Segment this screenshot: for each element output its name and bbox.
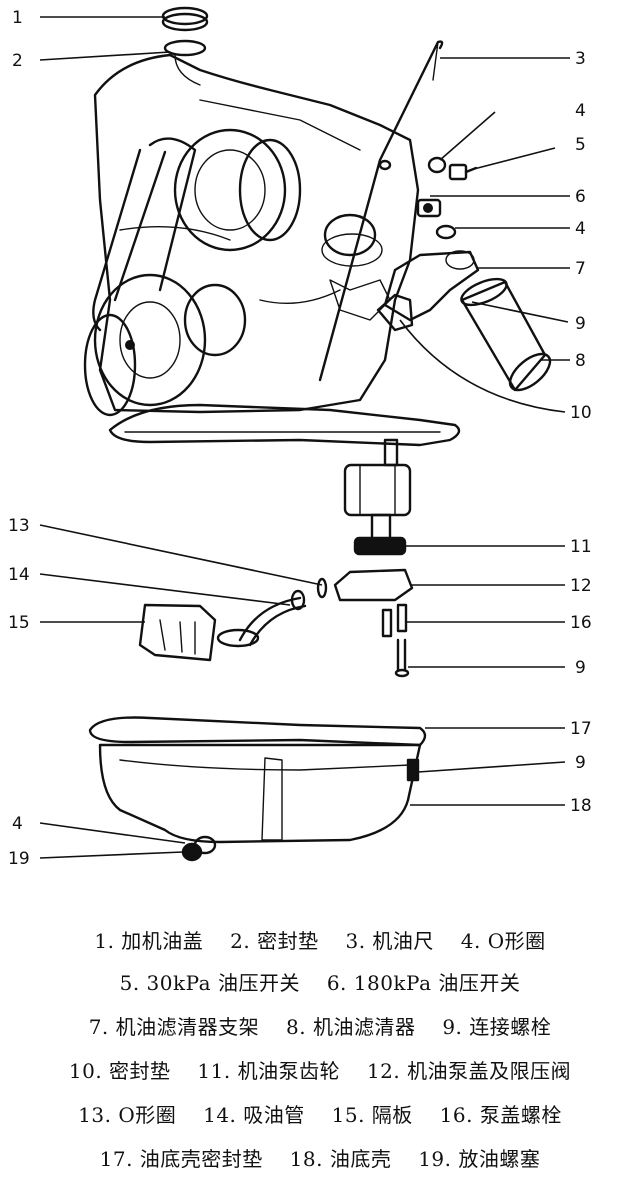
block-lower-flange <box>108 403 461 447</box>
callout-12: 12 <box>570 576 592 596</box>
callout-19: 19 <box>8 849 30 869</box>
legend-item: 18. 油底壳 <box>289 1147 392 1171</box>
callout-18: 18 <box>570 796 592 816</box>
legend-item: 3. 机油尺 <box>345 929 434 953</box>
legend-item: 1. 加机油盖 <box>94 929 204 953</box>
callout-4: 4 <box>575 101 586 121</box>
oil-drain-plug <box>181 842 203 862</box>
callout-4c: 4 <box>12 814 23 834</box>
legend-item: 17. 油底壳密封垫 <box>99 1147 263 1171</box>
callout-7: 7 <box>575 259 586 279</box>
legend-item: 19. 放油螺塞 <box>418 1147 541 1171</box>
callout-9c: 9 <box>575 753 586 773</box>
oil-dipstick <box>318 40 444 382</box>
legend-item: 10. 密封垫 <box>68 1059 171 1083</box>
callout-11: 11 <box>570 537 592 557</box>
callout-5: 5 <box>575 135 586 155</box>
legend-item: 14. 吸油管 <box>203 1103 305 1127</box>
legend-item: 6. 180kPa 油压开关 <box>326 971 521 995</box>
oil-filler-cap <box>161 6 209 32</box>
legend-item: 12. 机油泵盖及限压阀 <box>366 1059 572 1083</box>
callout-9a: 9 <box>575 314 586 334</box>
o-ring-upper <box>427 156 447 174</box>
oil-pump-cover <box>333 568 414 602</box>
callout-2: 2 <box>12 51 23 71</box>
legend-row-6: 17. 油底壳密封垫 18. 油底壳 19. 放油螺塞 <box>0 1143 640 1172</box>
callout-6: 6 <box>575 187 586 207</box>
legend-item: 2. 密封垫 <box>230 929 319 953</box>
cap-gasket <box>163 39 207 57</box>
legend-item: 13. O形圈 <box>78 1103 177 1127</box>
callout-9b: 9 <box>575 658 586 678</box>
parts-legend: 1. 加机油盖 2. 密封垫 3. 机油尺 4. O形圈 5. 30kPa 油压… <box>0 915 640 1185</box>
engine-block <box>83 53 420 417</box>
oil-pickup-tube <box>216 589 307 648</box>
pump-cover-bolt <box>381 603 408 638</box>
callout-14: 14 <box>8 565 30 585</box>
legend-row-2: 5. 30kPa 油压开关 6. 180kPa 油压开关 <box>0 967 640 996</box>
bracket-gasket <box>376 293 414 332</box>
oil-filter <box>460 277 552 392</box>
legend-item: 15. 隔板 <box>331 1103 413 1127</box>
legend-row-4: 10. 密封垫 11. 机油泵齿轮 12. 机油泵盖及限压阀 <box>0 1055 640 1084</box>
oil-filter-bracket <box>383 250 480 322</box>
exploded-lubrication-diagram: 1 2 3 4 5 6 4 7 9 8 10 11 13 12 14 15 16… <box>8 6 592 869</box>
callout-1: 1 <box>12 8 23 28</box>
legend-row-3: 7. 机油滤清器支架 8. 机油滤清器 9. 连接螺栓 <box>0 1011 640 1040</box>
callout-10: 10 <box>570 403 592 423</box>
oil-pan-gasket <box>88 716 427 747</box>
legend-item: 5. 30kPa 油压开关 <box>119 971 300 995</box>
legend-row-5: 13. O形圈 14. 吸油管 15. 隔板 16. 泵盖螺栓 <box>0 1099 640 1128</box>
callout-15: 15 <box>8 613 30 633</box>
pressure-switch-180kpa <box>416 198 442 218</box>
leader-lines <box>39 16 570 859</box>
legend-item: 11. 机油泵齿轮 <box>197 1059 341 1083</box>
legend-item: 9. 连接螺栓 <box>442 1015 552 1039</box>
callout-17: 17 <box>570 719 592 739</box>
legend-item: 16. 泵盖螺栓 <box>439 1103 562 1127</box>
o-ring-13 <box>316 577 328 599</box>
o-ring-lower <box>435 224 457 240</box>
legend-item: 7. 机油滤清器支架 <box>88 1015 260 1039</box>
callout-8: 8 <box>575 351 586 371</box>
callout-13: 13 <box>8 516 30 536</box>
connecting-bolt <box>396 638 407 672</box>
legend-item: 8. 机油滤清器 <box>286 1015 416 1039</box>
callout-3: 3 <box>575 49 586 69</box>
legend-item: 4. O形圈 <box>460 929 546 953</box>
callout-16: 16 <box>570 613 592 633</box>
oil-pan <box>98 743 422 844</box>
callout-4b: 4 <box>575 219 586 239</box>
oil-pump-gear <box>343 438 412 556</box>
callout-labels: 1 2 3 4 5 6 4 7 9 8 10 11 13 12 14 15 16… <box>8 8 592 869</box>
baffle-plate <box>138 603 217 662</box>
pressure-switch-30kpa <box>448 163 478 181</box>
legend-row-1: 1. 加机油盖 2. 密封垫 3. 机油尺 4. O形圈 <box>0 925 640 954</box>
